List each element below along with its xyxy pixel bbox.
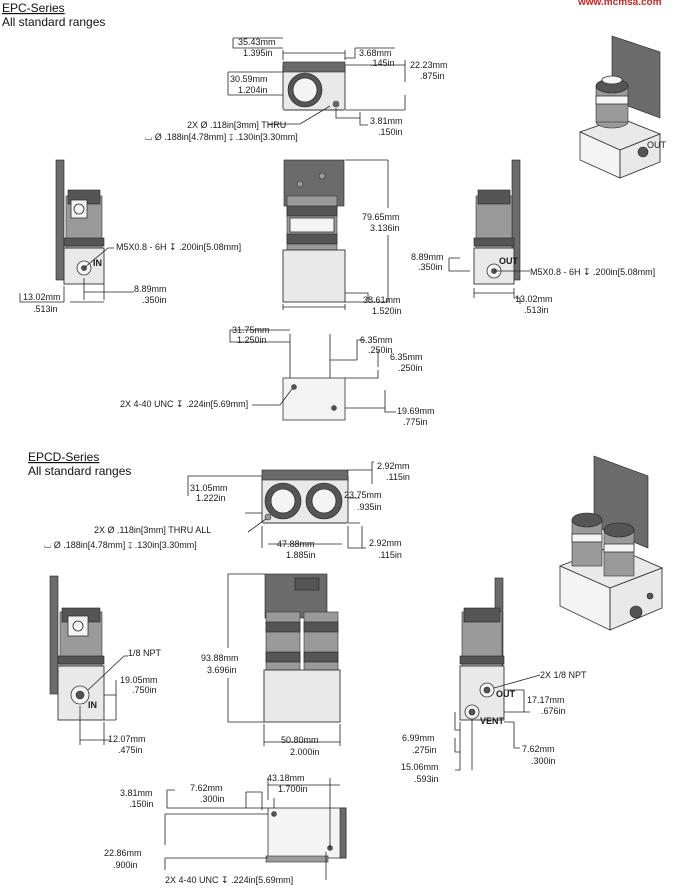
dimension-label-epc-bottom-d2_mm: 6.35mm <box>360 335 393 345</box>
dimension-label-epcd-right-port1: OUT <box>496 689 516 699</box>
dimension-label-epcd-bottom-d2_in: .300in <box>200 794 225 804</box>
dimension-label-epcd-bottom-d1_mm: 3.81mm <box>120 788 153 798</box>
epc-left-view: IN <box>55 159 105 285</box>
epcd-hole-callout-2: ⌴ Ø .188in[4.78mm] ↧ .130in[3.30mm] <box>44 540 197 550</box>
epcd-front-view <box>263 573 341 723</box>
dimension-label-epcd-right-d2_in: .275in <box>412 745 437 755</box>
dimension-label-epcd-left-d2_mm: 12.07mm <box>108 734 146 744</box>
dimension-label-epcd-right-d1_in: .676in <box>541 706 566 716</box>
epc-tap-callout: 2X 4-40 UNC ↧ .224in[5.69mm] <box>120 399 248 409</box>
epcd-title: EPCD-Series <box>28 450 99 464</box>
dimension-label-epc-right-d1_mm: 8.89mm <box>411 252 444 262</box>
dimension-label-epc-top-d4_mm: 30.59mm <box>230 74 268 84</box>
epcd-left-npt: 1/8 NPT <box>128 648 162 658</box>
dimension-label-epcd-bottom-d3_in: 1.700in <box>278 784 308 794</box>
epcd-hole-callout-1: 2X Ø .118in[3mm] THRU ALL <box>94 525 211 535</box>
dimension-label-epc-bottom-d3_in: .250in <box>398 363 423 373</box>
dimension-label-epc-bottom-d3_mm: 6.35mm <box>390 352 423 362</box>
dimension-label-epcd-top-d2_in: 1.222in <box>196 493 226 503</box>
dimension-label-epc-bottom-d2_in: .250in <box>368 345 393 355</box>
dimension-label-epc-top-d3_mm: 22.23mm <box>410 60 448 70</box>
dimension-label-epc-right-d2_mm: 13.02mm <box>515 294 553 304</box>
dimension-label-epc-top-d5_in: .150in <box>378 127 403 137</box>
epcd-left-view: IN <box>49 575 105 721</box>
epcd-bottom-view <box>265 807 347 863</box>
dimension-label-epc-left-d1_in: .350in <box>142 295 167 305</box>
dimension-label-epc-top-d1_mm: 35.43mm <box>238 37 276 47</box>
epc-hole-callout-1: 2X Ø .118in[3mm] THRU <box>187 120 286 130</box>
epc-top-view <box>282 61 346 111</box>
dimension-label-epc-left-port: IN <box>93 258 102 268</box>
dimension-label-epcd-top-d5_mm: 2.92mm <box>369 538 402 548</box>
dimension-label-epc-bottom-d4_mm: 19.69mm <box>397 406 435 416</box>
brand-logo: www.mcmsa.com <box>577 0 662 8</box>
epc-right-view: OUT <box>473 159 521 285</box>
dimension-label-epcd-bottom-d4_in: .900in <box>113 860 138 870</box>
dimension-label-epcd-front-w_in: 2.000in <box>290 747 320 757</box>
epc-title: EPC-Series <box>2 1 65 15</box>
epcd-isometric-view <box>558 455 664 631</box>
dimension-label-epcd-right-port2: VENT <box>480 716 505 726</box>
epc-right-thread: M5X0.8 - 6H ↧ .200in[5.08mm] <box>530 267 655 277</box>
epcd-subtitle: All standard ranges <box>28 464 131 478</box>
dimension-label-epc-right-port: OUT <box>499 256 519 266</box>
dimension-label-epc-front-h_mm: 79.65mm <box>362 212 400 222</box>
dimension-label-epc-front-h_in: 3.136in <box>370 223 400 233</box>
dimension-label-epcd-right-d4_in: .593in <box>414 774 439 784</box>
epcd-top-view <box>261 469 349 524</box>
dimension-label-epc-right-d1_in: .350in <box>418 262 443 272</box>
epcd-right-npt: 2X 1/8 NPT <box>540 670 587 680</box>
dimension-label-epc-left-d2_mm: 13.02mm <box>23 292 61 302</box>
dimension-label-epc-top-d4_in: 1.204in <box>238 85 268 95</box>
dimension-label-epcd-right-d3_mm: 7.62mm <box>522 744 555 754</box>
epc-subtitle: All standard ranges <box>2 15 105 29</box>
dimension-label-epcd-left-d2_in: .475in <box>118 745 143 755</box>
dimension-label-epc-bottom-d4_in: .775in <box>403 417 428 427</box>
dimension-label-epcd-left-port: IN <box>88 700 97 710</box>
dimension-label-epc-bottom-d1_in: 1.250in <box>237 335 267 345</box>
dimension-label-epcd-left-d1_in: .750in <box>132 685 157 695</box>
dimension-label-epcd-top-d1_mm: 2.92mm <box>377 461 410 471</box>
epc-left-thread: M5X0.8 - 6H ↧ .200in[5.08mm] <box>116 242 241 252</box>
dimension-label-epc-top-d1_in: 1.395in <box>243 48 273 58</box>
dimension-label-epcd-bottom-d4_mm: 22.86mm <box>104 848 142 858</box>
epc-front-view <box>282 159 346 303</box>
epc-isometric-view: OUT <box>578 35 667 179</box>
epc-bottom-view <box>282 377 346 421</box>
svg-text:OUT: OUT <box>647 140 667 150</box>
dimension-label-epc-front-w_in: 1.520in <box>372 306 402 316</box>
dimension-label-epc-top-d2_in: .145in <box>370 58 395 68</box>
dimension-label-epcd-right-d2_mm: 6.99mm <box>402 733 435 743</box>
epc-hole-callout-2: ⌴ Ø .188in[4.78mm] ↧ .130in[3.30mm] <box>145 132 298 142</box>
dimension-label-epc-bottom-d1_mm: 31.75mm <box>232 325 270 335</box>
dimension-label-epcd-right-d3_in: .300in <box>531 756 556 766</box>
dimension-label-epcd-top-d3_in: .935in <box>357 502 382 512</box>
dimension-label-epc-right-d2_in: .513in <box>524 305 549 315</box>
epcd-right-view: OUT VENT <box>459 577 516 726</box>
dimension-label-epc-top-d5_mm: 3.81mm <box>370 116 403 126</box>
dimension-label-epc-front-w_mm: 38.61mm <box>363 295 401 305</box>
dimension-label-epcd-bottom-d1_in: .150in <box>129 799 154 809</box>
dimension-label-epcd-bottom-d2_mm: 7.62mm <box>190 783 223 793</box>
dimension-label-epc-top-d3_in: .875in <box>420 71 445 81</box>
dimension-label-epcd-right-d1_mm: 17.17mm <box>527 695 565 705</box>
epcd-tap-callout: 2X 4-40 UNC ↧ .224in[5.69mm] <box>165 875 293 885</box>
dimension-label-epcd-front-w_mm: 50.80mm <box>281 735 319 745</box>
dimension-label-epcd-front-h_mm: 93.88mm <box>201 653 239 663</box>
dimension-label-epcd-top-d5_in: .115in <box>378 550 402 560</box>
dimension-label-epcd-top-d3_mm: 23.75mm <box>344 490 382 500</box>
dimension-label-epcd-front-h_in: 3.696in <box>207 665 237 675</box>
dimension-label-epc-left-d2_in: .513in <box>33 304 58 314</box>
dimension-label-epcd-top-d1_in: .115in <box>386 472 410 482</box>
dimension-label-epcd-bottom-d3_mm: 43.18mm <box>267 773 305 783</box>
dimension-label-epc-left-d1_mm: 8.89mm <box>134 284 167 294</box>
dimension-label-epcd-top-d4_mm: 47.88mm <box>277 539 315 549</box>
dimension-label-epcd-top-d4_in: 1.885in <box>286 550 316 560</box>
dimension-label-epc-top-d2_mm: 3.68mm <box>359 48 392 58</box>
dimension-label-epcd-left-d1_mm: 19.05mm <box>120 675 158 685</box>
dimension-label-epcd-top-d2_mm: 31.05mm <box>190 483 228 493</box>
dimension-label-epcd-right-d4_mm: 15.06mm <box>401 762 439 772</box>
